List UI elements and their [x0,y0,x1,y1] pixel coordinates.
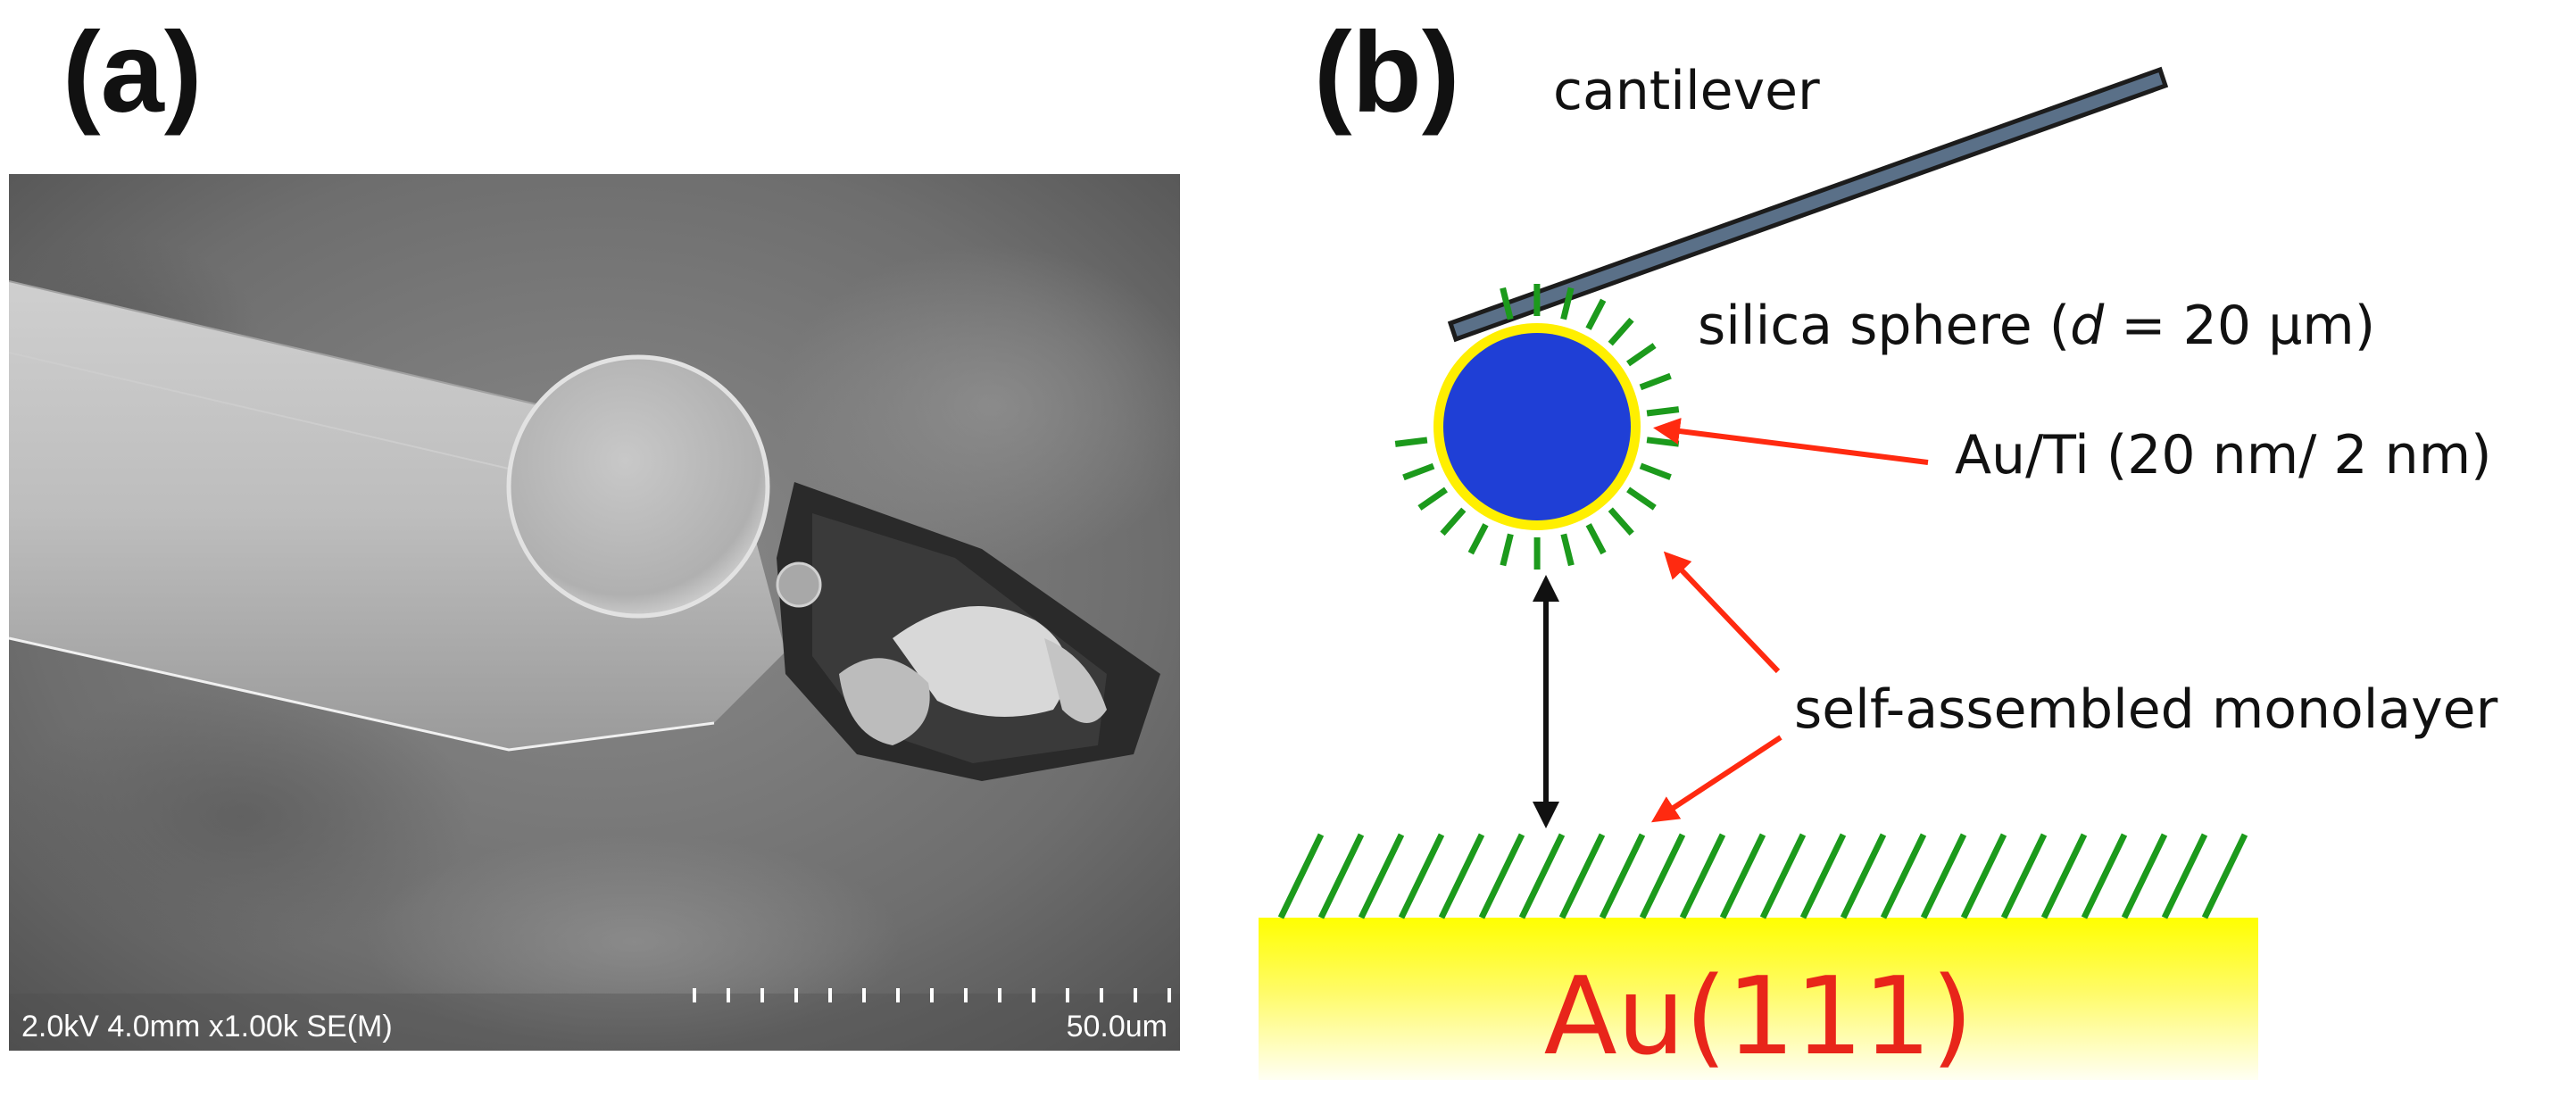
sphere-sam-arrow [1663,551,1781,674]
sem-info-text: 2.0kV 4.0mm x1.00k SE(M) [21,1010,393,1044]
substrate-monolayer [1277,833,2248,919]
sphere-bristle [1585,298,1607,330]
sphere-bristle [1402,462,1435,481]
sphere-bristle [1560,533,1575,567]
sem-scale-label: 50.0um [1067,1010,1168,1044]
sphere-label: silica sphere (d = 20 µm) [1698,295,2375,357]
surface-sam-arrow [1650,735,1782,823]
sphere-bristle [1500,287,1514,320]
sphere-bristle [1394,437,1428,447]
gold-substrate [1259,918,2258,1080]
coating-arrow [1653,418,1929,465]
sphere-bristle [1646,406,1680,417]
substrate-label: Au(111) [1544,955,1974,1079]
sphere-bristle [1608,507,1634,536]
sphere-bristle [1467,523,1489,555]
sphere-monolayer [1394,284,1680,570]
panel-b-label: (b) [1314,9,1460,137]
sphere-bristle [1626,343,1657,367]
silica-sphere-core [1443,333,1631,520]
sphere-bristle [1608,317,1634,346]
sphere-bristle [1500,533,1514,567]
sphere-bristle [1585,523,1607,555]
sphere-bristle [1646,437,1680,447]
sem-micrograph: 2.0kV 4.0mm x1.00k SE(M) 50.0um [9,174,1180,1051]
sphere-bristle [1417,486,1448,511]
cantilever-bar [1447,66,2169,343]
sphere-bristle [1639,372,1672,391]
coating-label: Au/Ti (20 nm/ 2 nm) [1955,424,2492,486]
sphere-bristle [1440,507,1467,536]
silica-sphere [506,354,770,619]
sam-label: self-assembled monolayer [1794,678,2498,741]
sphere-bristle [1626,486,1657,511]
cantilever-label: cantilever [1553,60,1820,122]
sphere-bristle [1560,287,1575,320]
panel-a-label: (a) [62,9,203,137]
scale-bar-ticks [693,988,1171,1002]
sphere-bristle [1639,462,1672,480]
